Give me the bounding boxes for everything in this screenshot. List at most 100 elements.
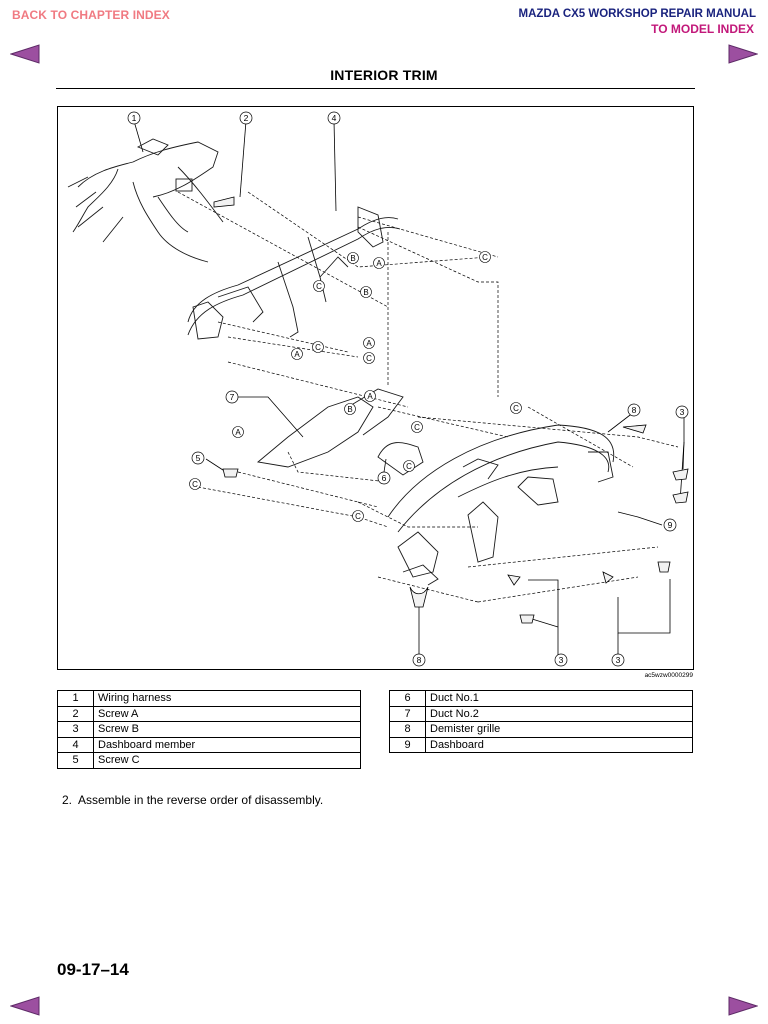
back-to-chapter-index-link[interactable]: BACK TO CHAPTER INDEX xyxy=(12,8,170,22)
svg-text:C: C xyxy=(414,423,420,432)
step-text: Assemble in the reverse order of disasse… xyxy=(78,793,324,807)
callout-2: 2 xyxy=(239,111,253,125)
part-name: Screw B xyxy=(93,721,361,738)
svg-text:5: 5 xyxy=(196,453,201,463)
callout-6: 6 xyxy=(377,471,391,485)
svg-text:A: A xyxy=(376,259,382,268)
svg-text:C: C xyxy=(192,480,198,489)
title-divider xyxy=(56,88,695,89)
part-name: Demister grille xyxy=(425,721,693,738)
callout-3-right: 3 xyxy=(675,405,689,419)
svg-text:8: 8 xyxy=(632,405,637,415)
svg-text:B: B xyxy=(350,254,355,263)
part-name: Dashboard xyxy=(425,736,693,753)
prev-page-button-bottom[interactable] xyxy=(10,996,40,1016)
step-number: 2. xyxy=(62,793,73,807)
ref-mark-c: C xyxy=(510,402,522,414)
triangle-right-icon xyxy=(728,44,758,64)
svg-text:C: C xyxy=(316,282,322,291)
part-number: 1 xyxy=(57,690,94,707)
ref-mark-a: A xyxy=(232,426,244,438)
svg-text:3: 3 xyxy=(616,655,621,665)
ref-mark-b: B xyxy=(344,403,356,415)
callout-3-bottom-b: 3 xyxy=(611,653,625,667)
part-name: Duct No.1 xyxy=(425,690,693,707)
svg-text:4: 4 xyxy=(332,113,337,123)
page-number: 09-17–14 xyxy=(57,960,129,979)
svg-text:1: 1 xyxy=(132,113,137,123)
callout-8-top: 8 xyxy=(627,403,641,417)
ref-mark-c: C xyxy=(363,352,375,364)
svg-text:C: C xyxy=(355,512,361,521)
svg-text:8: 8 xyxy=(417,655,422,665)
next-page-button[interactable] xyxy=(728,44,758,64)
callout-9: 9 xyxy=(663,518,677,532)
part-number: 5 xyxy=(57,752,94,769)
part-number: 7 xyxy=(389,705,426,722)
ref-mark-c: C xyxy=(352,510,364,522)
svg-text:3: 3 xyxy=(559,655,564,665)
part-number: 3 xyxy=(57,721,94,738)
ref-mark-a: A xyxy=(363,337,375,349)
svg-text:C: C xyxy=(315,343,321,352)
part-name: Screw C xyxy=(93,752,361,769)
svg-text:C: C xyxy=(366,354,372,363)
svg-text:7: 7 xyxy=(230,392,235,402)
section-title: INTERIOR TRIM xyxy=(330,67,438,83)
ref-mark-a: A xyxy=(373,257,385,269)
svg-text:3: 3 xyxy=(680,407,685,417)
ref-mark-c: C xyxy=(312,341,324,353)
ref-mark-c: C xyxy=(411,421,423,433)
triangle-right-icon xyxy=(728,996,758,1016)
exploded-diagram: 1 2 4 7 5 6 8 3 9 8 3 3 B A C C B A C A … xyxy=(57,106,694,670)
svg-text:9: 9 xyxy=(668,520,673,530)
ref-mark-b: B xyxy=(360,286,372,298)
prev-page-button[interactable] xyxy=(10,44,40,64)
callout-5: 5 xyxy=(191,451,205,465)
part-name: Wiring harness xyxy=(93,690,361,707)
manual-title: MAZDA CX5 WORKSHOP REPAIR MANUAL xyxy=(518,8,756,20)
ref-mark-c: C xyxy=(189,478,201,490)
triangle-left-icon xyxy=(10,996,40,1016)
part-name: Screw A xyxy=(93,705,361,722)
to-model-index-link[interactable]: TO MODEL INDEX xyxy=(651,22,754,36)
svg-text:A: A xyxy=(235,428,241,437)
callout-4: 4 xyxy=(327,111,341,125)
callout-1: 1 xyxy=(127,111,141,125)
part-number: 8 xyxy=(389,721,426,738)
procedure-step: 2. Assemble in the reverse order of disas… xyxy=(62,793,323,807)
part-number: 4 xyxy=(57,736,94,753)
ref-mark-a: A xyxy=(364,390,376,402)
svg-text:A: A xyxy=(294,350,300,359)
svg-text:C: C xyxy=(513,404,519,413)
svg-text:2: 2 xyxy=(244,113,249,123)
svg-text:A: A xyxy=(367,392,373,401)
callout-7: 7 xyxy=(225,390,239,404)
part-name: Dashboard member xyxy=(93,736,361,753)
part-number: 9 xyxy=(389,736,426,753)
svg-text:B: B xyxy=(347,405,352,414)
next-page-button-bottom[interactable] xyxy=(728,996,758,1016)
svg-text:A: A xyxy=(366,339,372,348)
ref-mark-a: A xyxy=(291,348,303,360)
ref-mark-c: C xyxy=(479,251,491,263)
ref-mark-c: C xyxy=(403,460,415,472)
figure-code: ac5wzw0000299 xyxy=(644,672,693,679)
part-name: Duct No.2 xyxy=(425,705,693,722)
svg-text:C: C xyxy=(406,462,412,471)
svg-text:C: C xyxy=(482,253,488,262)
callout-8-bottom: 8 xyxy=(412,653,426,667)
svg-text:B: B xyxy=(363,288,368,297)
triangle-left-icon xyxy=(10,44,40,64)
part-number: 6 xyxy=(389,690,426,707)
